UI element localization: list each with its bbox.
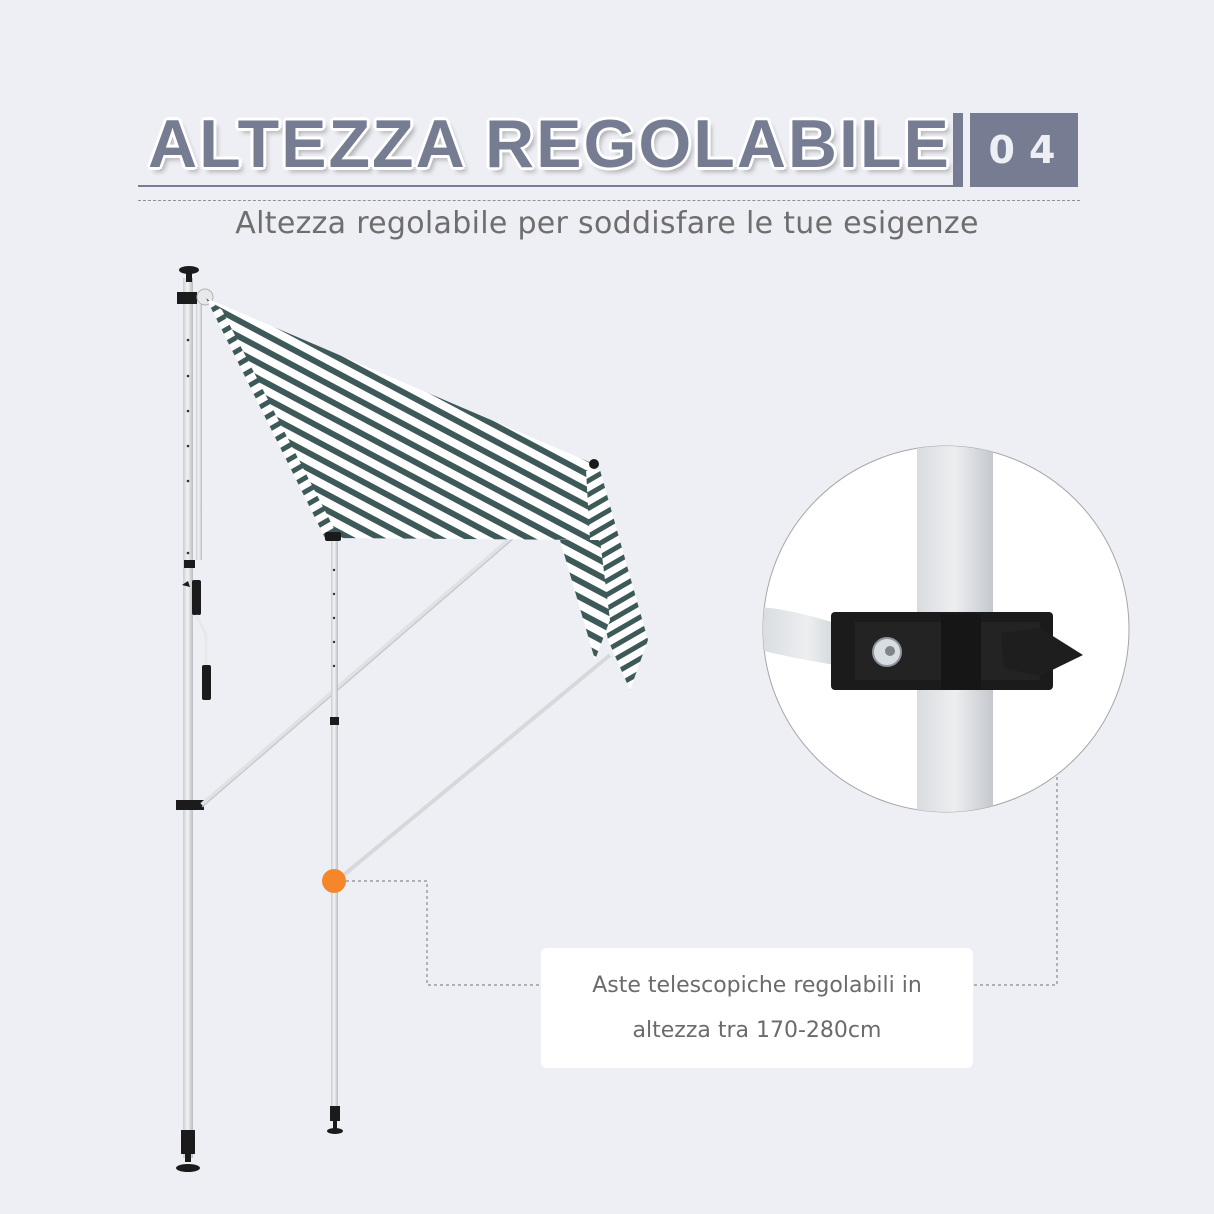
detail-zoom-circle [762, 445, 1130, 813]
dashed-divider [138, 200, 1080, 201]
title-underline [138, 185, 953, 187]
badge-divider [953, 113, 963, 187]
highlight-marker [322, 869, 346, 893]
right-telescopic-pole [325, 532, 343, 1134]
callout-line-1: Aste telescopiche regolabili in [592, 973, 922, 998]
callout-connector-right [973, 777, 1058, 986]
callout-connector-left [346, 880, 541, 986]
callout-line-2: altezza tra 170-280cm [632, 1018, 882, 1043]
section-number-badge: 04 [970, 113, 1078, 187]
subtitle: Altezza regolabile per soddisfare le tue… [235, 206, 979, 241]
page-title: ALTEZZA REGOLABILE [148, 106, 951, 182]
striped-awning [206, 298, 648, 690]
feature-callout-box: Aste telescopiche regolabili in altezza … [541, 948, 973, 1068]
left-telescopic-pole [176, 266, 214, 1172]
front-arm [338, 653, 612, 880]
